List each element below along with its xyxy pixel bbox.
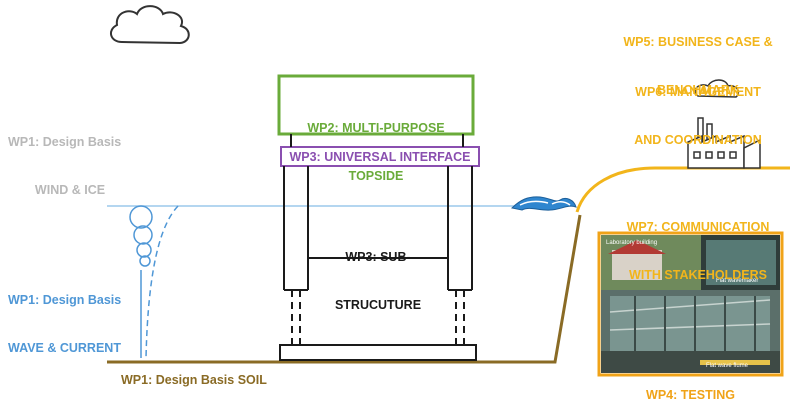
wp7-line2: WITH STAKEHOLDERS bbox=[629, 268, 767, 282]
photo-caption-wavemaker: Flat wavemaker bbox=[716, 278, 759, 284]
wp2-topside-label: WP2: MULTI-PURPOSE TOPSIDE bbox=[279, 88, 473, 200]
water-particle-orbit-icon bbox=[129, 205, 153, 358]
wp7-line1: WP7: COMMUNICATION bbox=[626, 220, 770, 234]
wp6-line2: AND COORDINATION bbox=[634, 133, 762, 147]
cloud-icon bbox=[110, 5, 190, 45]
wp5-line1: WP5: BUSINESS CASE & bbox=[623, 35, 773, 49]
testing-photo bbox=[601, 235, 780, 373]
substructure-frame bbox=[279, 166, 477, 361]
wave-crest-icon bbox=[510, 196, 577, 211]
coastline bbox=[575, 166, 790, 213]
seabed-line bbox=[107, 214, 582, 364]
wp7-communication-label: WP7: COMMUNICATION WITH STAKEHOLDERS bbox=[612, 187, 784, 299]
wp2-line1: WP2: MULTI-PURPOSE bbox=[307, 121, 445, 135]
wp1-wind-line1: WP1: Design Basis bbox=[8, 135, 122, 149]
wp1-soil-label: WP1: Design Basis SOIL bbox=[121, 373, 267, 387]
wp3-sub-line1: WP3: SUB- bbox=[345, 250, 411, 264]
wp1-wind-ice-label: WP1: Design Basis WIND & ICE bbox=[8, 102, 132, 214]
factory-icon bbox=[687, 79, 761, 169]
wp2-line2: TOPSIDE bbox=[348, 169, 404, 183]
wp1-wind-line2: WIND & ICE bbox=[34, 183, 106, 197]
photo-caption-building: Laboratory building bbox=[606, 240, 658, 246]
wp3-sub-line2: STRUCUTURE bbox=[334, 298, 422, 312]
wp5-business-label: WP5: BUSINESS CASE & BENCHMARK bbox=[612, 2, 784, 114]
wp6-line1: WP6: MANAGEMENT bbox=[635, 85, 761, 99]
wp1-wave-line1: WP1: Design Basis bbox=[8, 293, 122, 307]
wp1-wave-current-label: WP1: Design Basis WAVE & CURRENT bbox=[8, 260, 121, 372]
wave-profile-dashed bbox=[145, 205, 179, 359]
wp1-wave-line2: WAVE & CURRENT bbox=[8, 341, 121, 355]
interface-box bbox=[280, 146, 480, 167]
wp3-substructure-label: WP3: SUB- STRUCUTURE bbox=[308, 217, 448, 329]
wp3-interface-label: WP3: UNIVERSAL INTERFACE bbox=[289, 150, 471, 164]
wp5-line2: BENCHMARK bbox=[657, 83, 739, 97]
photo-caption-flume: Flat wave flume bbox=[706, 363, 749, 369]
topside-box bbox=[277, 74, 475, 136]
wp6-management-label: WP6: MANAGEMENT AND COORDINATION bbox=[612, 52, 784, 164]
wp4-testing-label: WP4: TESTING bbox=[646, 388, 735, 402]
